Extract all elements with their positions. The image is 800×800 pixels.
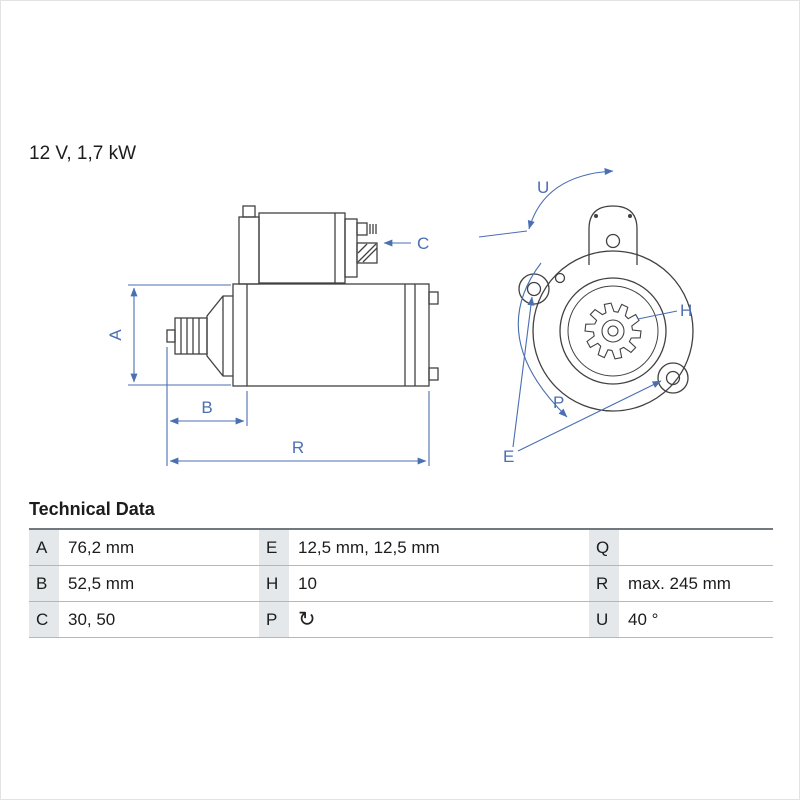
solenoid [238, 205, 378, 285]
param-value-cell: 52,5 mm [59, 566, 259, 601]
drive-end-pinion [166, 295, 233, 377]
param-value-cell: max. 245 mm [619, 566, 773, 601]
dim-label-b: B [201, 398, 212, 417]
dim-label-c: C [417, 234, 429, 253]
param-label-cell: R [589, 566, 619, 601]
dim-label-h: H [680, 301, 692, 320]
param-label-cell: E [259, 530, 289, 565]
param-value-cell [619, 530, 773, 565]
param-label-cell: B [29, 566, 59, 601]
param-value-cell: 40 ° [619, 602, 773, 637]
dimension-labels: A B R C U H P E [106, 178, 692, 466]
dim-label-r: R [292, 438, 304, 457]
motor-body [232, 283, 439, 387]
screw-hole [554, 272, 566, 284]
param-label-cell: C [29, 602, 59, 637]
dim-p-rotation-arc [517, 262, 568, 418]
param-value-cell: 12,5 mm, 12,5 mm [289, 530, 589, 565]
param-label-cell: P [259, 602, 289, 637]
side-view [166, 205, 439, 387]
shaft-ring [601, 319, 625, 343]
param-value-cell: 30, 50 [59, 602, 259, 637]
technical-data-title: Technical Data [29, 499, 155, 519]
dim-h-leader [637, 310, 678, 320]
mounting-hole-lower [657, 362, 689, 394]
param-value-cell: ↻ [289, 602, 589, 637]
dimension-lines [128, 167, 678, 466]
spec-text: 12 V, 1,7 kW [29, 143, 137, 164]
front-view [518, 205, 694, 412]
mounting-tab [588, 205, 638, 265]
terminal-stud [356, 222, 377, 236]
param-label-cell: A [29, 530, 59, 565]
terminal-connector [356, 242, 378, 264]
dim-u-arm [478, 230, 528, 238]
param-value-cell: 76,2 mm [59, 530, 259, 565]
housing-ring-outer [559, 277, 667, 385]
table-row: A 76,2 mm E 12,5 mm, 12,5 mm Q [29, 530, 773, 566]
technical-data-table: A 76,2 mm E 12,5 mm, 12,5 mm Q B 52,5 mm… [29, 528, 773, 638]
dim-u-arc [527, 167, 614, 230]
housing-ring-inner [567, 285, 659, 377]
technical-drawing: A B R C U H P E [106, 167, 694, 466]
param-label-cell: U [589, 602, 619, 637]
dim-e-leader-upper [512, 296, 535, 448]
table-row: C 30, 50 P ↻ U 40 ° [29, 602, 773, 638]
shaft-center [607, 325, 619, 337]
dim-label-u: U [537, 178, 549, 197]
dim-label-p: P [553, 393, 564, 412]
flange-outline [532, 250, 694, 412]
dim-label-a: A [106, 329, 125, 341]
dim-label-e: E [503, 447, 514, 466]
param-label-cell: Q [589, 530, 619, 565]
table-row: B 52,5 mm H 10 R max. 245 mm [29, 566, 773, 602]
rotation-clockwise-icon: ↻ [298, 607, 316, 631]
dim-e-leader-lower [517, 380, 662, 452]
param-value-cell: 10 [289, 566, 589, 601]
param-label-cell: H [259, 566, 289, 601]
pinion-gear-front [584, 302, 642, 360]
